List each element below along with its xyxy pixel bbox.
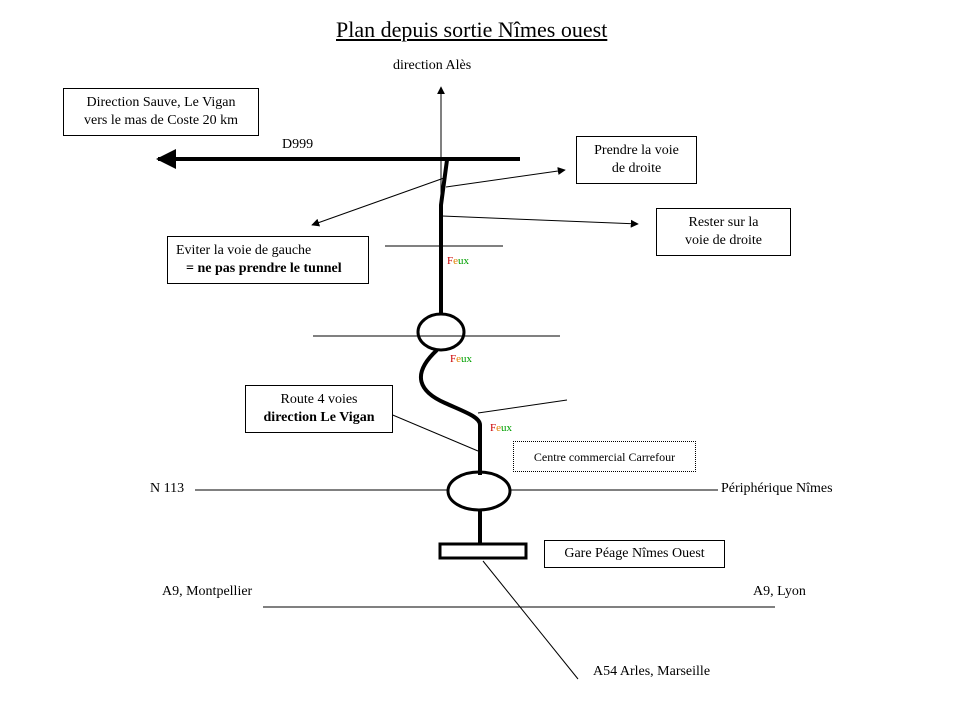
pointer-carrefour: [477, 399, 568, 414]
box-route-4-voies: Route 4 voies direction Le Vigan: [245, 385, 393, 433]
feux-label-2: Feux: [450, 353, 473, 365]
roundabout-lower: [446, 470, 512, 512]
box-route-4-voies-line2: direction Le Vigan: [263, 410, 375, 425]
main-road-upper: [439, 159, 449, 314]
page-title: Plan depuis sortie Nîmes ouest: [336, 17, 608, 42]
box-prendre-voie-line2: de droite: [611, 161, 662, 176]
label-a9-montpellier: A9, Montpellier: [162, 584, 253, 599]
label-a9-lyon: A9, Lyon: [753, 584, 806, 599]
box-direction-sauve-line1: Direction Sauve, Le Vigan: [86, 95, 236, 110]
label-direction-ales: direction Alès: [393, 58, 472, 73]
box-centre-carrefour-text: Centre commercial Carrefour: [533, 450, 676, 464]
box-eviter-voie-line1: Eviter la voie de gauche: [176, 243, 312, 258]
feux-label-3: Feux: [490, 422, 513, 434]
pointer-rester: [441, 215, 639, 228]
main-road-curve: [418, 348, 482, 475]
roundabout-upper: [416, 312, 466, 352]
box-direction-sauve-line2: vers le mas de Coste 20 km: [84, 113, 238, 128]
box-rester-voie-line2: voie de droite: [685, 233, 762, 248]
box-rester-voie-line1: Rester sur la: [688, 215, 759, 230]
pointer-eviter: [311, 177, 445, 227]
box-gare-peage: Gare Péage Nîmes Ouest: [544, 540, 725, 568]
label-d999: D999: [282, 137, 314, 152]
box-eviter-voie-line2: = ne pas prendre le tunnel: [186, 261, 342, 276]
box-gare-peage-text: Gare Péage Nîmes Ouest: [564, 546, 705, 561]
box-rester-voie: Rester sur la voie de droite: [656, 208, 791, 256]
box-prendre-voie: Prendre la voie de droite: [576, 136, 697, 184]
box-centre-carrefour: Centre commercial Carrefour: [513, 441, 696, 472]
label-a54: A54 Arles, Marseille: [593, 664, 711, 679]
box-eviter-voie: Eviter la voie de gauche = ne pas prendr…: [167, 236, 369, 284]
label-peripherique: Périphérique Nîmes: [721, 481, 833, 496]
pointer-prendre: [445, 167, 566, 188]
label-n113: N 113: [150, 481, 185, 496]
box-direction-sauve: Direction Sauve, Le Vigan vers le mas de…: [63, 88, 259, 136]
box-route-4-voies-line1: Route 4 voies: [280, 392, 358, 407]
a54-road: [482, 560, 579, 680]
feux-label-1: Feux: [447, 255, 470, 267]
box-prendre-voie-line1: Prendre la voie: [594, 143, 679, 158]
peage-bar: [438, 542, 528, 560]
